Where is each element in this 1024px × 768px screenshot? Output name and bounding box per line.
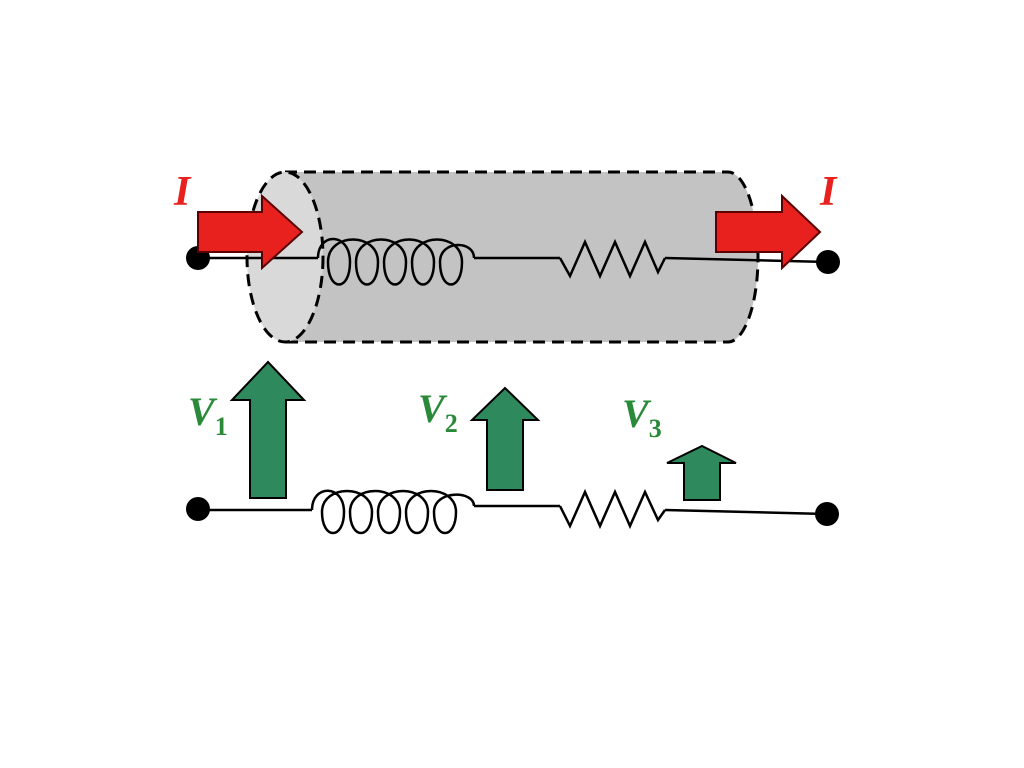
v2-letter: V <box>418 386 448 431</box>
voltage-arrow-v1 <box>229 360 307 499</box>
voltage-arrow-v2 <box>469 386 541 491</box>
v1-subscript: 1 <box>215 412 228 441</box>
current-label-in: I <box>173 169 192 215</box>
current-label-out: I <box>819 169 838 215</box>
terminal-dot-icon <box>816 250 840 274</box>
current-arrow-in <box>197 193 304 271</box>
v2-subscript: 2 <box>445 409 458 438</box>
upper-wire <box>200 256 829 264</box>
lower-inductor <box>310 489 476 534</box>
coil-icon <box>310 489 476 534</box>
terminal-dot-icon <box>186 497 210 521</box>
terminal-dot-icon <box>815 502 839 526</box>
current-arrow-out <box>715 193 822 271</box>
upper-inductor <box>316 237 476 286</box>
v3-subscript: 3 <box>649 414 662 443</box>
voltage-arrow-v3 <box>666 444 737 501</box>
lower-wire <box>200 504 827 516</box>
lower-resistor <box>558 488 667 530</box>
zigzag-resistor-icon <box>558 488 667 530</box>
voltage-label-v2: V2 <box>418 386 458 438</box>
v3-letter: V <box>622 391 652 436</box>
coil-icon <box>316 237 476 286</box>
upper-resistor <box>558 238 667 280</box>
voltage-label-v3: V3 <box>622 391 662 443</box>
zigzag-resistor-icon <box>558 238 667 280</box>
v1-letter: V <box>188 389 218 434</box>
voltage-label-v1: V1 <box>188 389 228 441</box>
